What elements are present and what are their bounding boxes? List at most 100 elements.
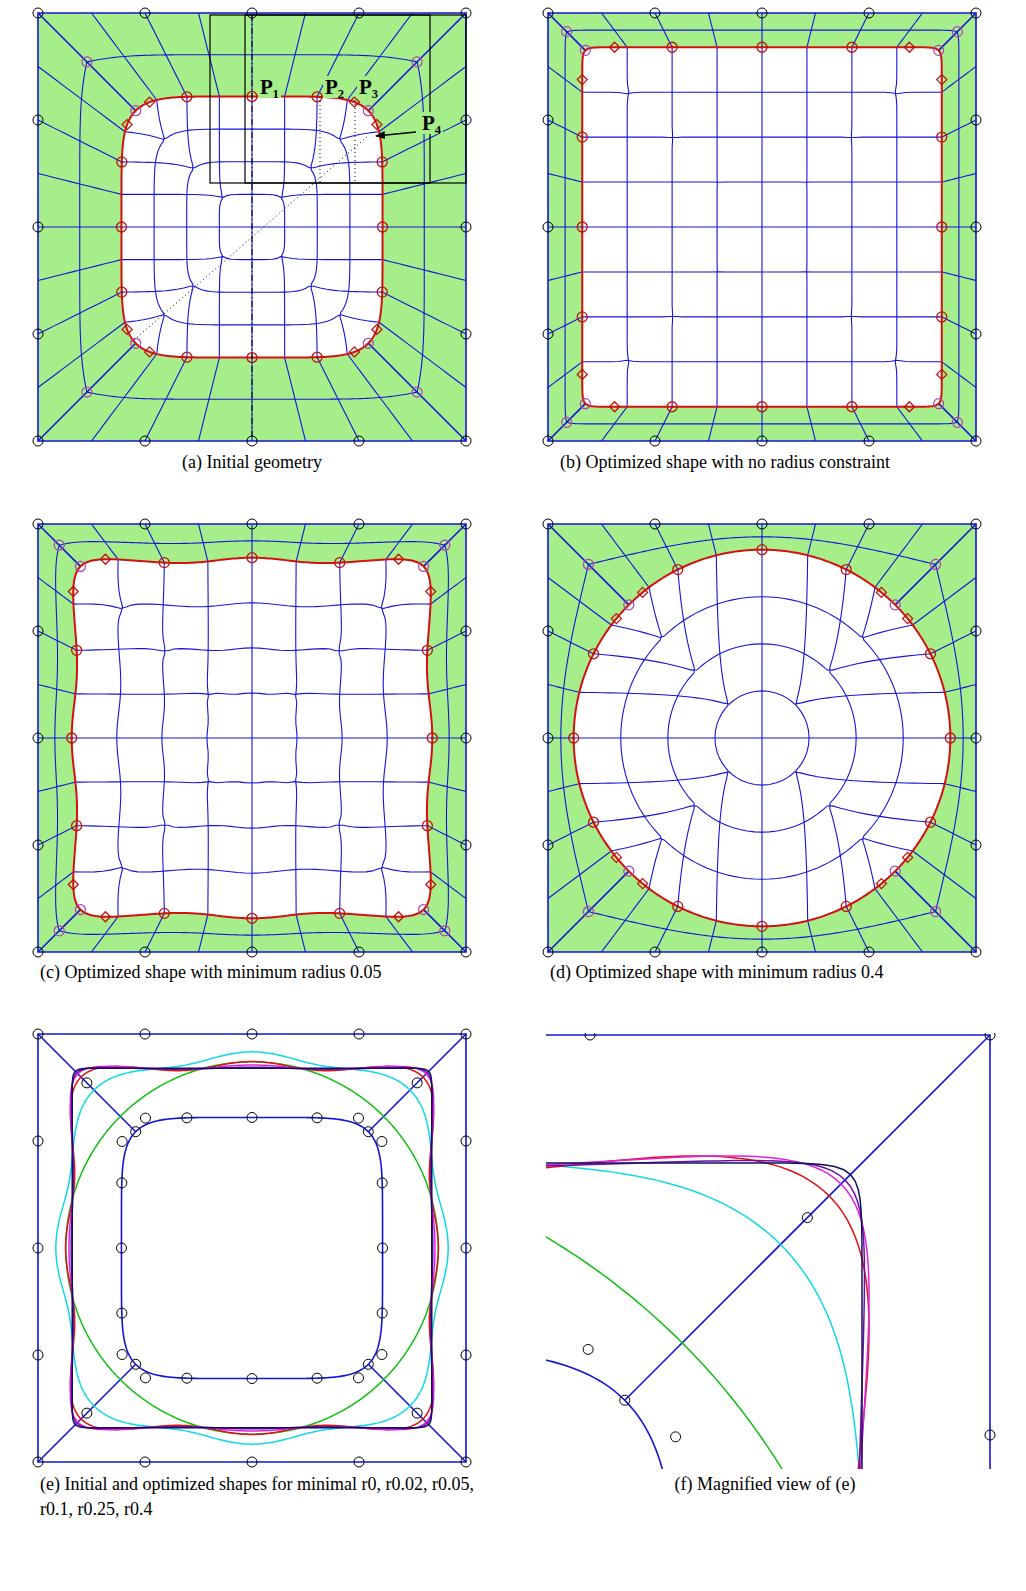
control-point <box>461 733 471 743</box>
control-point <box>761 925 763 927</box>
control-point <box>851 46 853 48</box>
control-point <box>247 1374 257 1384</box>
control-point <box>650 8 660 18</box>
control-point <box>934 399 944 409</box>
diagonal-edge <box>939 404 976 441</box>
control-point <box>140 947 150 957</box>
control-point <box>312 1373 322 1383</box>
control-point <box>426 880 436 890</box>
control-point <box>33 1136 43 1146</box>
control-point <box>67 733 77 743</box>
control-point <box>354 1373 364 1383</box>
control-point <box>890 600 900 610</box>
guide-line <box>355 100 356 183</box>
mesh-line <box>565 30 959 424</box>
control-point <box>543 840 553 850</box>
outer-boundary <box>38 13 466 441</box>
control-point <box>422 645 432 655</box>
control-point <box>145 347 155 357</box>
control-point <box>349 97 359 107</box>
control-point <box>757 519 767 529</box>
mesh-line <box>311 97 317 357</box>
control-point <box>122 324 132 334</box>
diagonal-edge <box>368 343 466 441</box>
control-point <box>461 1029 471 1039</box>
hole-boundary <box>574 550 951 927</box>
control-point <box>757 8 767 18</box>
mesh-line <box>77 648 428 651</box>
control-point <box>140 1029 150 1039</box>
diagonal-edge <box>548 524 629 605</box>
control-point <box>585 1033 595 1040</box>
control-point <box>757 402 767 412</box>
control-point <box>757 42 767 52</box>
control-point <box>163 561 165 563</box>
control-point <box>82 57 92 67</box>
control-point <box>338 912 340 914</box>
mesh-line <box>582 182 942 183</box>
control-point <box>580 45 590 55</box>
optimized-shape <box>56 1052 448 1444</box>
control-point <box>363 106 373 116</box>
control-point <box>802 1213 812 1223</box>
control-point <box>68 880 78 890</box>
subfigure-caption: (c) Optimized shape with minimum radius … <box>40 960 381 985</box>
control-point <box>247 947 257 957</box>
control-point <box>121 161 123 163</box>
diagonal-edge <box>895 524 976 605</box>
outer-boundary <box>548 524 976 952</box>
control-point <box>312 352 322 362</box>
control-point <box>377 1136 387 1146</box>
control-point <box>757 545 767 555</box>
control-point <box>845 905 847 907</box>
control-point <box>68 586 78 596</box>
control-point <box>461 222 471 232</box>
control-point <box>864 8 874 18</box>
subfigure-caption: (e) Initial and optimized shapes for min… <box>40 1472 480 1522</box>
control-point <box>650 436 660 446</box>
control-point <box>419 905 429 915</box>
control-point <box>461 1350 471 1360</box>
control-point <box>876 587 886 597</box>
control-point <box>33 1457 43 1467</box>
control-point <box>182 92 192 102</box>
diagonal-edge <box>424 910 466 952</box>
control-point <box>75 905 85 915</box>
control-point <box>71 737 73 739</box>
control-point <box>569 733 579 743</box>
control-point <box>847 42 857 52</box>
control-point <box>610 402 620 412</box>
control-point <box>985 1430 995 1440</box>
control-point <box>761 548 763 550</box>
control-point <box>671 46 673 48</box>
optimized-shape <box>66 1062 439 1435</box>
diagonal-edge <box>38 1364 136 1462</box>
control-point <box>100 912 110 922</box>
control-point <box>72 821 82 831</box>
control-point <box>461 519 471 529</box>
zoom-frame <box>245 15 430 183</box>
control-point <box>638 587 648 597</box>
outer-boundary <box>548 13 976 441</box>
control-point <box>363 338 373 348</box>
domain-fill <box>548 13 976 441</box>
outer-boundary <box>38 1034 466 1462</box>
hole-boundary <box>582 47 942 407</box>
control-point <box>864 436 874 446</box>
control-point <box>971 115 981 125</box>
control-point <box>121 291 123 293</box>
control-point <box>761 406 763 408</box>
control-point <box>372 324 382 334</box>
control-point <box>440 926 450 936</box>
control-point <box>761 46 763 48</box>
control-point <box>33 8 43 18</box>
control-point <box>82 387 92 397</box>
diagonal-edge <box>424 524 466 566</box>
control-point <box>377 157 387 167</box>
control-point <box>349 347 359 357</box>
diagonal-edge <box>38 13 136 111</box>
control-point <box>182 352 192 362</box>
control-point <box>251 557 253 559</box>
control-point <box>461 1243 471 1253</box>
control-point <box>247 436 257 446</box>
